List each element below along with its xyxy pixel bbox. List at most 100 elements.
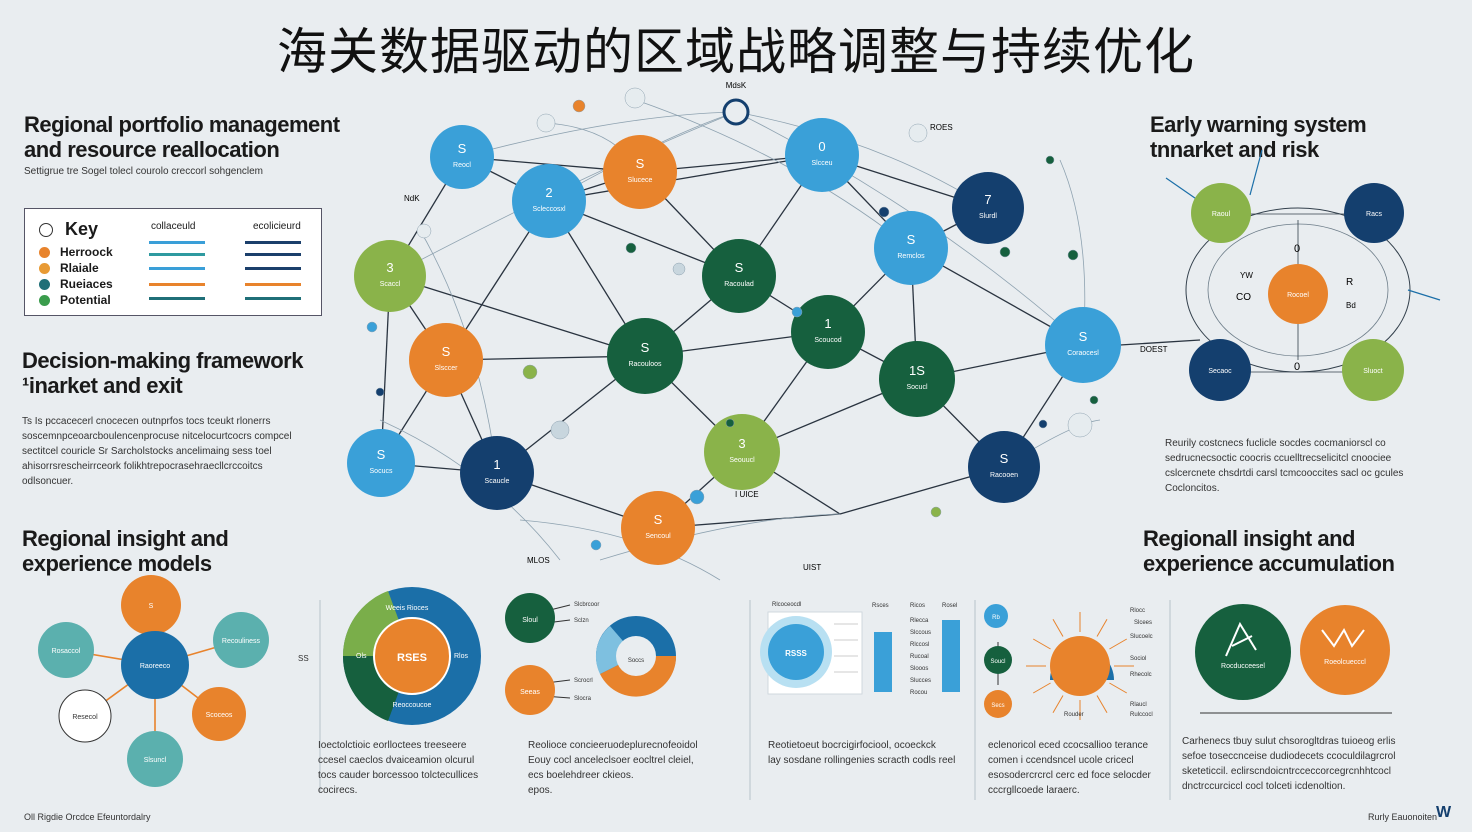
- legend-line: [149, 283, 205, 286]
- network-node-circle: [460, 436, 534, 510]
- donut-side-right: Rlos: [454, 653, 469, 660]
- burst-ray: [1096, 695, 1108, 714]
- panel2-text: Reolioce concieeruodeplurecnofeoidol Eou…: [528, 740, 698, 796]
- warning-node: Sluoct: [1342, 339, 1404, 401]
- network-node-number: 0: [818, 139, 825, 154]
- bars-row-label: Slooos: [910, 666, 928, 672]
- footer-right: Rurly Eauonoiten: [1368, 812, 1438, 822]
- network-dot: [878, 206, 890, 218]
- network-node-number: S: [654, 512, 663, 527]
- network-node-label: Remclos: [897, 253, 925, 260]
- network-dot: [908, 123, 928, 143]
- burst-ray: [1032, 682, 1051, 694]
- network-node-label: Socucs: [370, 468, 393, 475]
- warning-node-circle: [1342, 339, 1404, 401]
- burst-ray: [1052, 695, 1064, 714]
- network-node-number: S: [442, 344, 451, 359]
- network-node-label: Scaucle: [485, 478, 510, 485]
- page-title: 海关数据驱动的区域战略调整与持续优化: [277, 23, 1195, 81]
- network-dot: [572, 99, 586, 113]
- warning-node-label: Rocoel: [1287, 292, 1309, 299]
- network-node-circle: [952, 172, 1024, 244]
- legend-line: [149, 241, 205, 244]
- network-node-circle: [347, 429, 415, 497]
- ring-center-label: Soccs: [628, 658, 644, 664]
- network-dot: [1067, 412, 1093, 438]
- footer-left: Oll Rigdie Orcdce Efeuntordalry: [24, 812, 151, 822]
- network-node-circle: [702, 239, 776, 313]
- burst-label: Rlocc: [1130, 608, 1145, 614]
- burst-label: Rouder: [1064, 712, 1084, 718]
- network-edge: [1119, 339, 1201, 346]
- warning-label-co: CO: [1236, 292, 1251, 303]
- network-node-circle: [603, 135, 677, 209]
- warning-label-top: 0: [1294, 243, 1300, 255]
- insight-accumulation-heading: Regionall insight and experience accumul…: [1143, 526, 1395, 576]
- insight-models-heading: Regional insight and experience models: [22, 526, 229, 576]
- network-hub: [722, 98, 750, 126]
- legend-dot-icon: [39, 263, 50, 275]
- insight-node-circle: [213, 612, 269, 668]
- network-node-circle: [785, 118, 859, 192]
- legend-item: Rueiaces: [39, 277, 113, 291]
- network-node-circle: [1045, 307, 1121, 383]
- network-dot: [536, 113, 556, 133]
- warning-node-label: Racs: [1366, 211, 1382, 218]
- panel-bars: Rlcoceocdl RSSS Rsces Ricos Rosel Rlecca…: [760, 602, 960, 696]
- burst-label: Slucoelc: [1130, 634, 1153, 640]
- icon-circle-left-label: Rocducceesel: [1221, 663, 1265, 670]
- flow-node-label: Sloul: [522, 617, 538, 624]
- network-node-circle: [512, 164, 586, 238]
- net-label-bottom-center: I UICE: [735, 490, 759, 499]
- net-label-right-top: ROES: [930, 123, 953, 132]
- warning-node-label: Secaoc: [1208, 368, 1232, 375]
- network-dots: [366, 87, 1099, 551]
- legend-line: [149, 267, 205, 270]
- network-node-circle: [968, 431, 1040, 503]
- net-label-mid-right: DOEST: [1140, 345, 1168, 354]
- warning-node-label: Sluoct: [1363, 368, 1383, 375]
- network-dot: [930, 506, 942, 518]
- network-node-number: 3: [738, 436, 745, 451]
- warning-text: Reurily costcnecs fuclicle socdes cocman…: [1165, 438, 1404, 494]
- bar-fill: [874, 632, 892, 692]
- burst-label: Rhecolc: [1130, 672, 1152, 678]
- insight-node-circle: [38, 622, 94, 678]
- insight-node: Scoceos: [192, 687, 246, 741]
- network-node-label: Seouucl: [729, 457, 755, 464]
- donut-left-mark: SS: [298, 654, 309, 663]
- network-node-label: Socucl: [906, 384, 927, 391]
- burst-label: Slcees: [1134, 620, 1152, 626]
- net-label-bottom-right: UIST: [803, 563, 821, 572]
- burst-ray: [1109, 682, 1128, 694]
- insight-node-circle: [121, 575, 181, 635]
- legend-line: [149, 297, 205, 300]
- warning-node: Rocoel: [1268, 264, 1328, 324]
- bars-header: Ricos: [910, 603, 925, 609]
- net-label-left: NdK: [404, 194, 420, 203]
- warning-label-bottom: 0: [1294, 361, 1300, 373]
- legend-key-icon: [39, 223, 53, 238]
- insight-node-label: S: [149, 603, 154, 610]
- legend-line: [245, 241, 301, 244]
- network-node-circle: [409, 323, 483, 397]
- network-node-label: Racoulad: [724, 281, 754, 288]
- network-node-label: Scleccosxl: [532, 206, 566, 213]
- network-node-number: S: [641, 340, 650, 355]
- burst-ray: [1052, 618, 1064, 637]
- network-dot: [522, 364, 538, 380]
- bars-header: Rosel: [942, 603, 957, 609]
- network-node-circle: [704, 414, 780, 490]
- flow-arrow-label: Sclzn: [574, 618, 589, 624]
